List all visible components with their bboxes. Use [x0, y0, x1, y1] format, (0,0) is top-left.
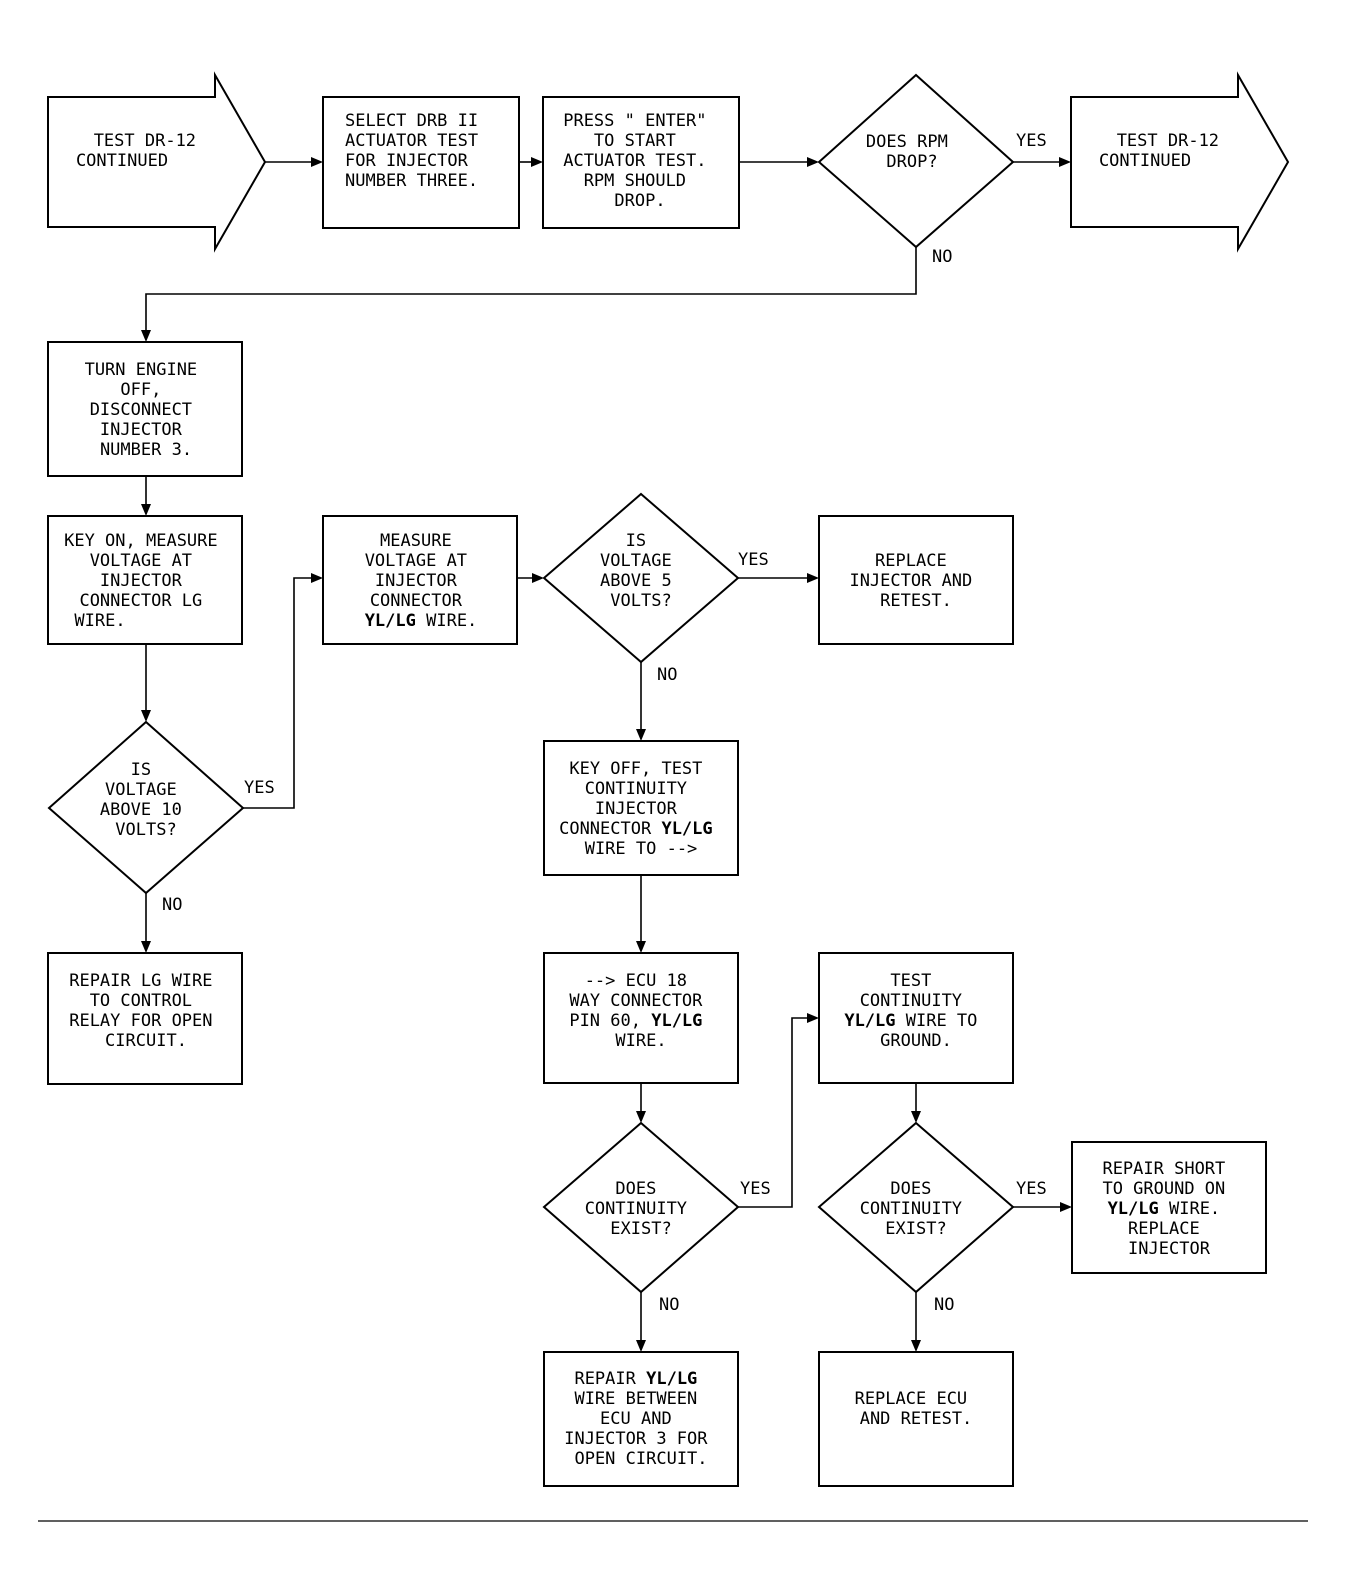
repair-lg-text: REPAIR LG WIRE TO CONTROL RELAY FOR OPEN… [69, 971, 223, 1051]
v10-yes-label: YES [244, 778, 275, 798]
c1-yes-label: YES [740, 1179, 771, 1199]
ecu-pin60-text: --> ECU 18 WAY CONNECTOR PIN 60, YL/LG W… [569, 971, 712, 1051]
continuity-1-text: DOES CONTINUITY EXIST? [585, 1179, 698, 1239]
measure-ylg-box [322, 515, 518, 645]
continuity-2-text: DOES CONTINUITY EXIST? [860, 1179, 973, 1239]
v10-no-label: NO [162, 895, 182, 915]
end-continued-arrow [1070, 71, 1290, 253]
turn-off-text: TURN ENGINE OFF, DISCONNECT INJECTOR NUM… [85, 360, 208, 460]
repair-ylg-open-text: REPAIR YL/LG WIRE BETWEEN ECU AND INJECT… [564, 1369, 718, 1469]
v5-no-label: NO [657, 665, 677, 685]
above-5-text: IS VOLTAGE ABOVE 5 VOLTS? [600, 531, 682, 611]
measure-ylg-text: MEASURE VOLTAGE AT INJECTOR CONNECTOR YL… [365, 531, 478, 631]
replace-injector-box [818, 515, 1014, 645]
above-10-text: IS VOLTAGE ABOVE 10 VOLTS? [100, 760, 192, 840]
test-ground-text: TEST CONTINUITY YL/LG WIRE TO GROUND. [844, 971, 987, 1051]
end-continued-text: TEST DR-12 CONTINUED [1099, 131, 1229, 171]
repair-short-box [1071, 1141, 1267, 1274]
c2-no-label: NO [934, 1295, 954, 1315]
key-off-test-box [543, 740, 739, 876]
v5-yes-label: YES [738, 550, 769, 570]
repair-lg-box [47, 952, 243, 1085]
start-continued-text: TEST DR-12 CONTINUED [76, 131, 206, 171]
replace-injector-text: REPLACE INJECTOR AND RETEST. [849, 551, 982, 611]
select-drb-box [322, 96, 520, 229]
select-drb-text: SELECT DRB II ACTUATOR TEST FOR INJECTOR… [345, 111, 488, 191]
key-on-lg-box [47, 515, 243, 645]
press-enter-box [542, 96, 740, 229]
connectors [141, 157, 1072, 1352]
test-ground-box [818, 952, 1014, 1084]
c2-yes-label: YES [1016, 1179, 1047, 1199]
rpm-drop-text: DOES RPM DROP? [866, 132, 958, 172]
repair-ylg-open-box [543, 1351, 739, 1487]
rpm-yes-label: YES [1016, 131, 1047, 151]
replace-ecu-box [818, 1351, 1014, 1487]
c1-no-label: NO [659, 1295, 679, 1315]
replace-ecu-text: REPLACE ECU AND RETEST. [855, 1389, 978, 1429]
repair-short-text: REPAIR SHORT TO GROUND ON YL/LG WIRE. RE… [1102, 1159, 1235, 1259]
press-enter-text: PRESS " ENTER" TO START ACTUATOR TEST. R… [563, 111, 717, 211]
start-continued-arrow [47, 71, 267, 253]
key-on-lg-text: KEY ON, MEASURE VOLTAGE AT INJECTOR CONN… [64, 531, 228, 631]
rpm-no-label: NO [932, 247, 952, 267]
turn-off-box [47, 341, 243, 477]
key-off-test-text: KEY OFF, TEST CONTINUITY INJECTOR CONNEC… [559, 759, 723, 859]
